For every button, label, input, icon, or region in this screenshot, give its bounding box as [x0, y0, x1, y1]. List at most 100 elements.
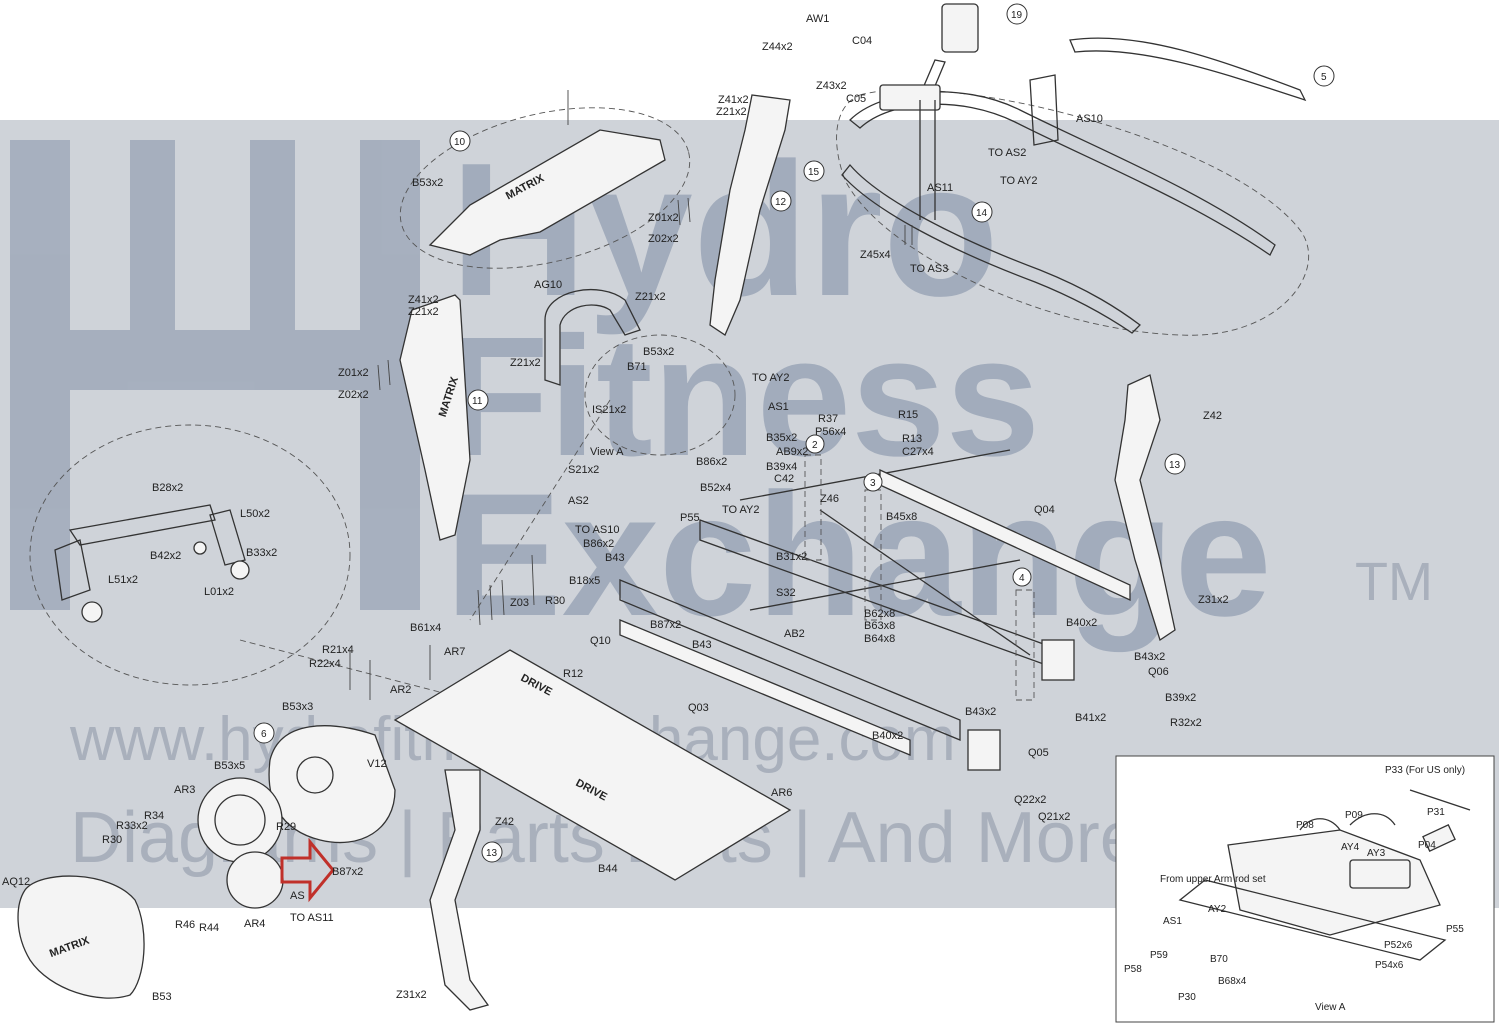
part-label: Z03	[510, 597, 529, 609]
part-label: B40x2	[872, 730, 903, 742]
part-label: B53x2	[643, 346, 674, 358]
view-a-b70: B70	[1210, 954, 1228, 965]
part-label: AR3	[174, 784, 195, 796]
part-label: Z02x2	[338, 389, 369, 401]
part-label: Z21x2	[716, 106, 747, 118]
part-label: View A	[590, 446, 624, 458]
svg-text:19: 19	[1011, 10, 1023, 21]
part-label: Z43x2	[816, 80, 847, 92]
part-label: B31x2	[776, 551, 807, 563]
highlight-arrow	[280, 837, 335, 903]
upright-frame-12	[709, 94, 791, 336]
svg-text:2: 2	[812, 440, 818, 451]
part-label: AB9x2	[776, 446, 808, 458]
part-label: R30	[545, 595, 565, 607]
part-label: B39x2	[1165, 692, 1196, 704]
pulley-ar3	[197, 777, 283, 863]
view-a-from-upper: From upper Arm rod set	[1160, 874, 1266, 885]
part-label: AS10	[1076, 113, 1103, 125]
part-label: Z21x2	[408, 306, 439, 318]
part-label: B53x5	[214, 760, 245, 772]
callout-markers: 19 5 10 12 15 14 11 2 3 4 13 6 13	[253, 3, 1335, 863]
part-label: Z31x2	[396, 989, 427, 1001]
part-label: R29	[276, 821, 296, 833]
part-label: B33x2	[246, 547, 277, 559]
part-label: R33x2	[116, 820, 148, 832]
part-label: B53x2	[412, 177, 443, 189]
part-label: B53	[152, 991, 172, 1003]
detail-inset-left	[54, 504, 250, 623]
callout-13-right: 13	[1164, 453, 1186, 475]
part-label: TO AY2	[1000, 175, 1038, 187]
part-label: AB2	[784, 628, 805, 640]
callout-5: 5	[1313, 65, 1335, 87]
svg-text:10: 10	[454, 137, 466, 148]
part-label: R21x4	[322, 644, 354, 656]
callout-14: 14	[971, 201, 993, 223]
svg-text:13: 13	[1169, 460, 1181, 471]
view-a-inset: View A P33 (For US only) From upper Arm …	[1115, 755, 1495, 1023]
part-label: TO AS3	[910, 263, 948, 275]
part-label: P55	[680, 512, 700, 524]
callout-2: 2	[805, 434, 825, 454]
callout-13-left: 13	[481, 841, 503, 863]
svg-text:15: 15	[808, 167, 820, 178]
group-ellipse-detail-left	[29, 424, 351, 686]
callout-15: 15	[803, 160, 825, 182]
svg-text:14: 14	[976, 208, 988, 219]
part-label: B18x5	[569, 575, 600, 587]
part-label: Z42	[1203, 410, 1222, 422]
watermark-tm: TM	[1355, 552, 1433, 612]
moving-arm-13-right	[1114, 374, 1176, 642]
part-label: C42	[774, 473, 794, 485]
part-label: AR4	[244, 918, 265, 930]
svg-text:12: 12	[775, 197, 787, 208]
part-label: B41x2	[1075, 712, 1106, 724]
part-label: R15	[898, 409, 918, 421]
view-a-p04: P04	[1418, 840, 1436, 851]
part-label: AS	[290, 890, 305, 902]
part-label: Z01x2	[338, 367, 369, 379]
watermark-logo	[10, 140, 420, 610]
part-label: B44	[598, 863, 618, 875]
part-label: IS21x2	[592, 404, 626, 416]
part-label: AS1	[768, 401, 789, 413]
part-label: L50x2	[240, 508, 270, 520]
part-label: B45x8	[886, 511, 917, 523]
part-label: B62x8	[864, 608, 895, 620]
part-label: Z31x2	[1198, 594, 1229, 606]
callout-11: 11	[467, 389, 489, 411]
part-label: B42x2	[150, 550, 181, 562]
view-a-p30: P30	[1178, 992, 1196, 1003]
foot-q05	[967, 729, 1001, 771]
part-label: AR2	[390, 684, 411, 696]
part-label: S32	[776, 587, 796, 599]
part-label: P56x4	[815, 426, 846, 438]
svg-text:13: 13	[486, 848, 498, 859]
part-label: AS2	[568, 495, 589, 507]
part-label: TO AS2	[988, 147, 1026, 159]
part-label: B40x2	[1066, 617, 1097, 629]
part-label: C05	[846, 93, 866, 105]
watermark-line2: Fitness	[445, 302, 1040, 492]
part-label: Q22x2	[1014, 794, 1046, 806]
part-label: B35x2	[766, 432, 797, 444]
part-label: Z21x2	[510, 357, 541, 369]
part-label: B87x2	[332, 866, 363, 878]
part-label: AW1	[806, 13, 829, 25]
svg-text:4: 4	[1019, 573, 1025, 584]
part-label: R46	[175, 919, 195, 931]
moving-arm-13-left	[429, 769, 490, 1011]
part-label: B52x4	[700, 482, 731, 494]
view-a-title: View A	[1315, 1002, 1346, 1013]
view-a-p59: P59	[1150, 950, 1168, 961]
part-label: L01x2	[204, 586, 234, 598]
part-label: Z42	[495, 816, 514, 828]
view-a-p09: P09	[1345, 810, 1363, 821]
part-label: Z41x2	[408, 294, 439, 306]
svg-text:6: 6	[261, 729, 267, 740]
part-label: B87x2	[650, 619, 681, 631]
foot-q06	[1041, 639, 1075, 681]
part-label: TO AY2	[752, 372, 790, 384]
